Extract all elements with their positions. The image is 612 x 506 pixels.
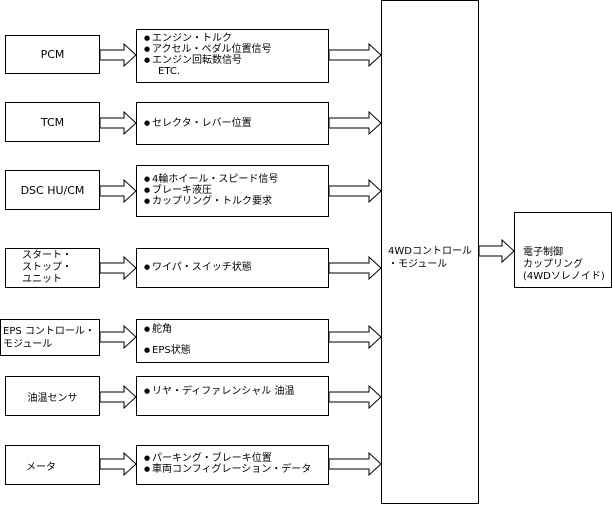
source-box-eps-module: EPS コントロール・ モジュール <box>0 319 100 356</box>
source-box-meter: メータ <box>5 445 100 485</box>
arrow-icon <box>99 255 137 281</box>
arrow-icon <box>328 255 382 281</box>
source-label: PCM <box>40 48 65 61</box>
arrow-icon <box>328 178 382 204</box>
signal-box-tcm: セレクタ・レバー位置 <box>136 102 329 145</box>
source-label: メータ <box>26 461 56 473</box>
signal-item: パーキング・ブレーキ位置 <box>144 453 328 464</box>
signal-item: アクセル・ペダル位置信号 <box>144 44 328 55</box>
4wd-control-module-box: 4WDコントロール ・モジュール <box>381 0 479 504</box>
source-label: TCM <box>40 115 65 129</box>
signal-item: EPS状態 <box>144 345 328 356</box>
arrow-icon <box>328 324 382 350</box>
signal-item: ブレーキ液圧 <box>144 185 328 196</box>
signal-box-oil-temp-sensor: リヤ・ディファレンシャル 油温 <box>136 376 329 416</box>
signal-box-meter: パーキング・ブレーキ位置 車両コンフィグレーション・データ <box>136 445 329 485</box>
arrow-icon <box>99 178 137 204</box>
signal-item: カップリング・トルク要求 <box>144 196 328 207</box>
source-box-oil-temp-sensor: 油温センサ <box>5 376 100 416</box>
arrow-icon <box>99 110 137 136</box>
module-label: 4WDコントロール ・モジュール <box>388 246 472 270</box>
source-box-start-stop-unit: スタート・ ストップ・ ユニット <box>5 248 100 288</box>
signal-item: セレクタ・レバー位置 <box>144 118 328 129</box>
arrow-icon <box>328 42 382 68</box>
signal-item: 車両コンフィグレーション・データ <box>144 464 328 475</box>
arrow-icon <box>328 384 382 410</box>
signal-box-dsc: 4輪ホイール・スピード信号 ブレーキ液圧 カップリング・トルク要求 <box>136 165 329 217</box>
source-label: DSC HU/CM <box>20 183 85 197</box>
source-label: スタート・ ストップ・ ユニット <box>22 250 72 285</box>
electronic-coupling-box: 電子制御 カップリング (4WDソレノイド) <box>514 212 612 288</box>
signal-item: エンジン回転数信号 <box>144 55 328 66</box>
arrow-icon <box>99 42 137 68</box>
signal-item: 4輪ホイール・スピード信号 <box>144 174 328 185</box>
signal-box-start-stop-unit: ワイパ・スイッチ状態 <box>136 248 329 288</box>
signal-item: 舵角 <box>144 324 328 335</box>
source-label: 油温センサ <box>27 392 78 404</box>
source-label: EPS コントロール・ モジュール <box>3 325 95 350</box>
arrow-icon <box>99 324 137 350</box>
source-box-dsc: DSC HU/CM <box>5 170 100 210</box>
arrow-icon <box>99 384 137 410</box>
arrow-icon <box>478 238 515 264</box>
coupling-label: 電子制御 カップリング (4WDソレノイド) <box>523 247 605 282</box>
source-box-pcm: PCM <box>5 35 100 74</box>
source-box-tcm: TCM <box>5 102 100 142</box>
arrow-icon <box>328 110 382 136</box>
arrow-icon <box>328 451 382 477</box>
signal-item: ETC. <box>158 66 181 77</box>
signal-item: エンジン・トルク <box>144 33 328 44</box>
signal-item: ワイパ・スイッチ状態 <box>144 262 328 273</box>
signal-item: リヤ・ディファレンシャル 油温 <box>144 385 328 398</box>
signal-box-eps-module: 舵角 EPS状態 <box>136 319 329 363</box>
signal-box-pcm: エンジン・トルク アクセル・ペダル位置信号 エンジン回転数信号 ETC. <box>136 29 329 83</box>
arrow-icon <box>99 451 137 477</box>
